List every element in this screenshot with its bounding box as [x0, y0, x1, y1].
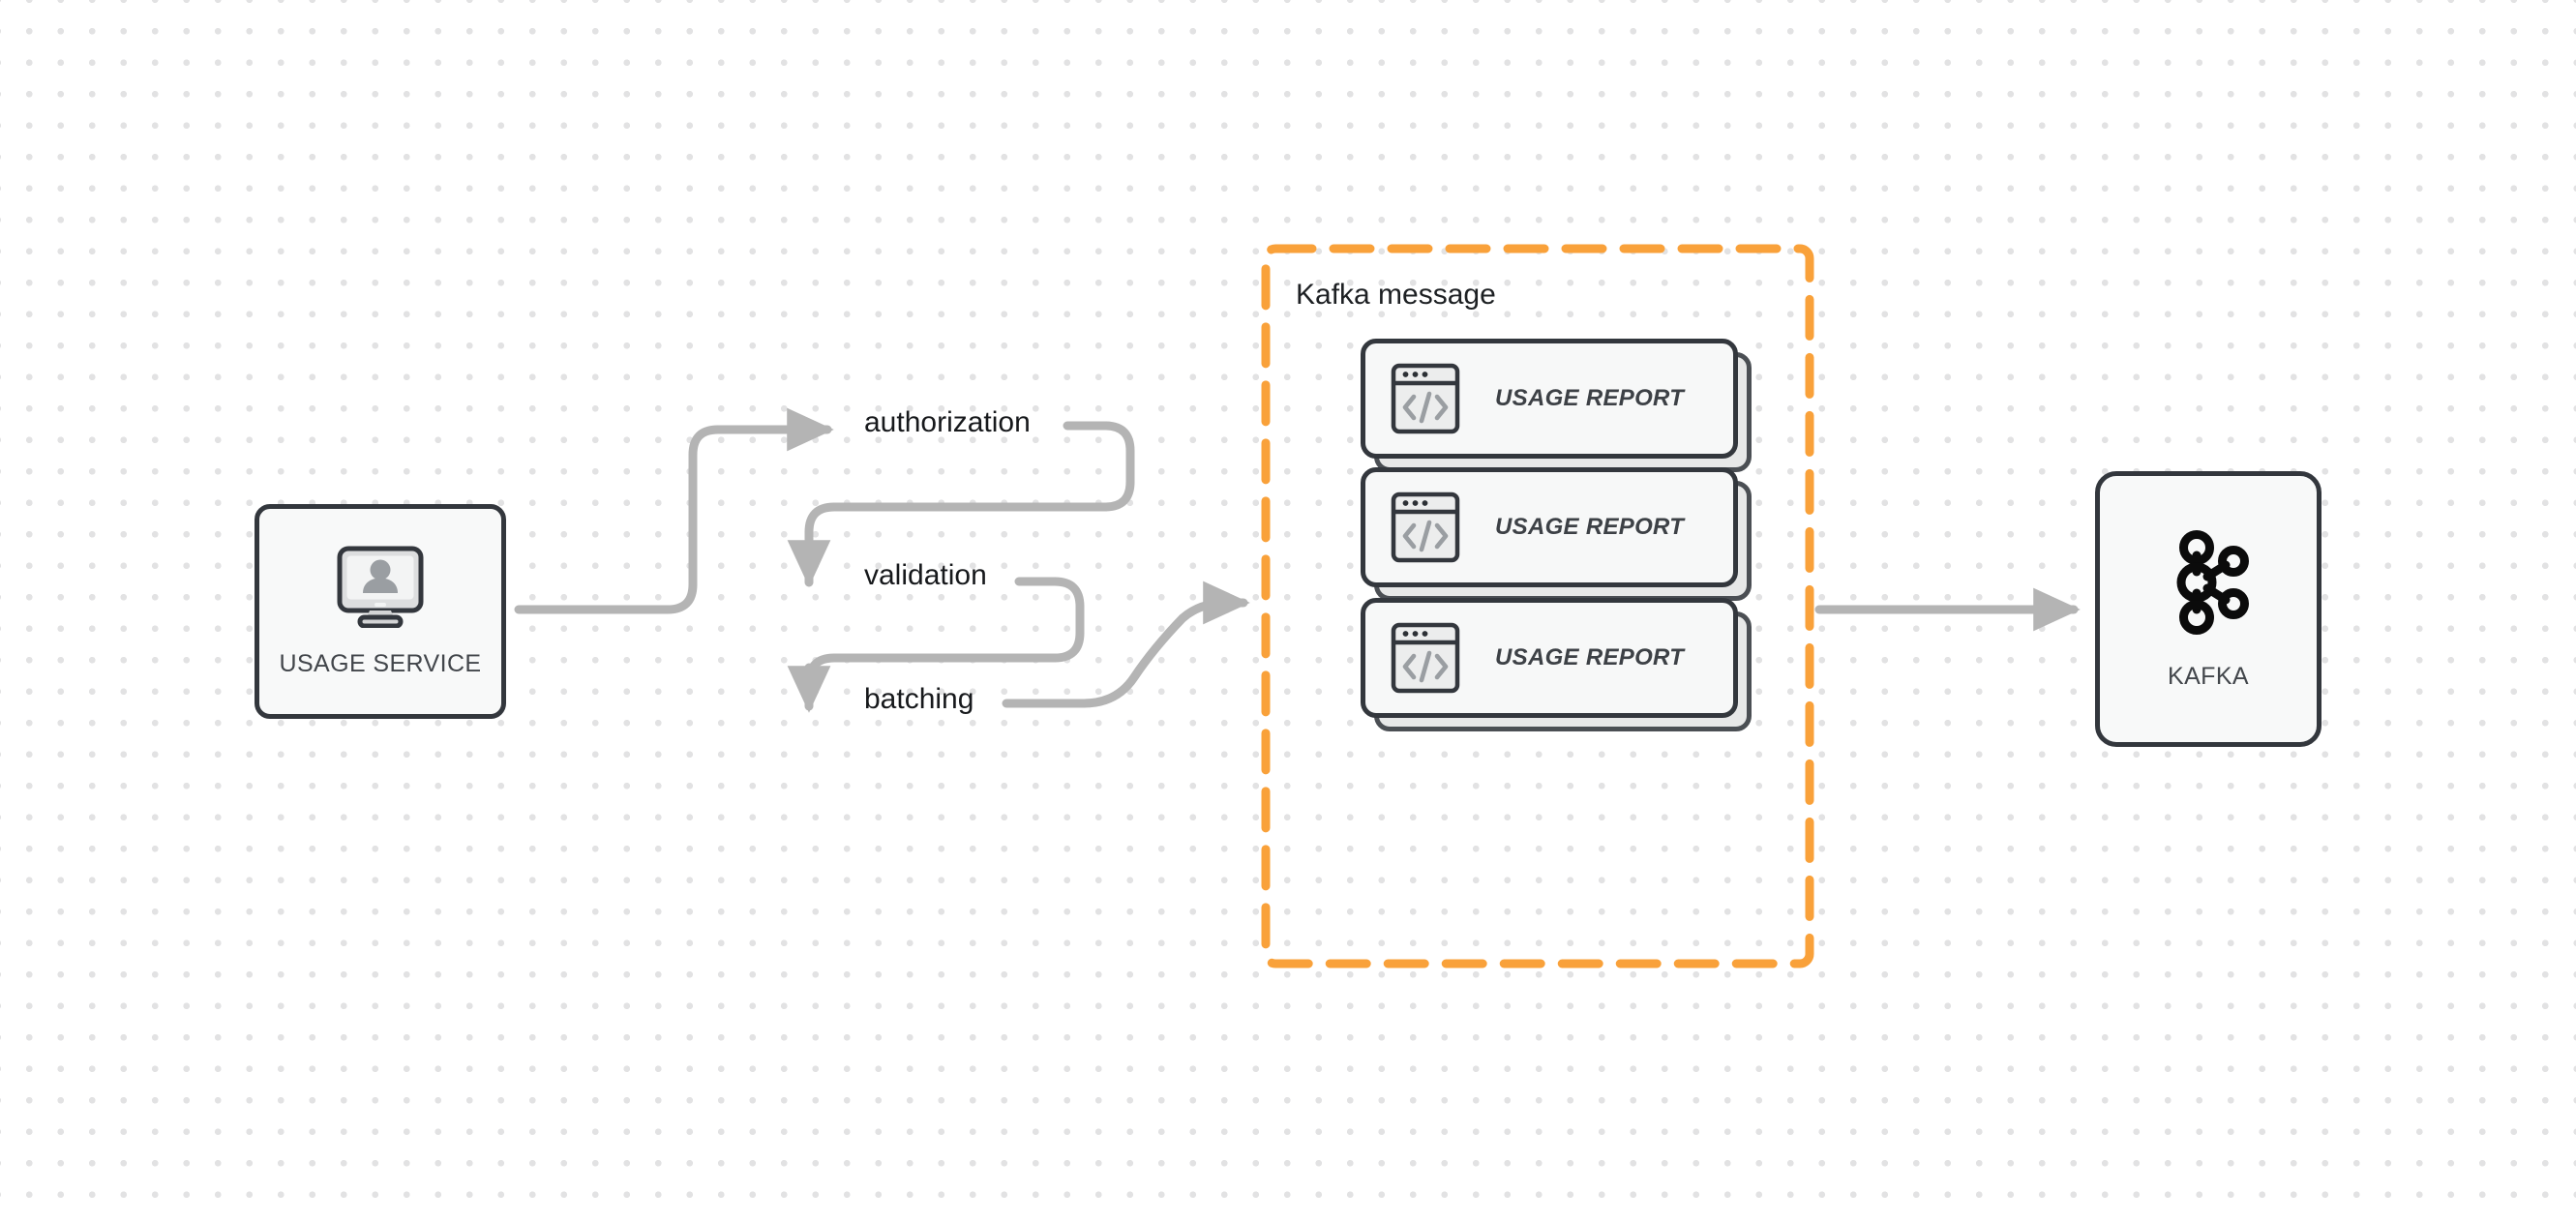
usage-report-card[interactable]: USAGE REPORT — [1361, 467, 1752, 601]
wire-batching-to-kafka-message — [1002, 581, 1250, 708]
step-label-batching: batching — [864, 683, 974, 715]
wire-usage-service-to-authorization — [514, 407, 834, 614]
usage-report-card[interactable]: USAGE REPORT — [1361, 598, 1752, 731]
code-window-icon — [1391, 363, 1460, 434]
node-kafka[interactable]: KAFKA — [2095, 471, 2321, 747]
card-front: USAGE REPORT — [1361, 598, 1738, 718]
node-kafka-label: KAFKA — [2168, 662, 2249, 690]
node-usage-service[interactable]: USAGE SERVICE — [255, 504, 506, 719]
code-window-icon — [1391, 622, 1460, 694]
step-label-authorization: authorization — [864, 406, 1031, 438]
kafka-logo-icon — [2164, 528, 2253, 641]
group-kafka-message: Kafka message — [1261, 244, 1814, 968]
code-window-icon — [1391, 491, 1460, 563]
step-label-validation: validation — [864, 559, 987, 591]
usage-report-label: USAGE REPORT — [1495, 385, 1685, 411]
dashed-border — [1261, 244, 1814, 968]
node-usage-service-label: USAGE SERVICE — [279, 650, 482, 677]
usage-report-label: USAGE REPORT — [1495, 644, 1685, 670]
kafka-message-title: Kafka message — [1296, 279, 1496, 311]
monitor-user-icon — [335, 545, 426, 633]
usage-report-card[interactable]: USAGE REPORT — [1361, 339, 1752, 472]
usage-report-label: USAGE REPORT — [1495, 514, 1685, 540]
card-front: USAGE REPORT — [1361, 467, 1738, 587]
card-front: USAGE REPORT — [1361, 339, 1738, 459]
